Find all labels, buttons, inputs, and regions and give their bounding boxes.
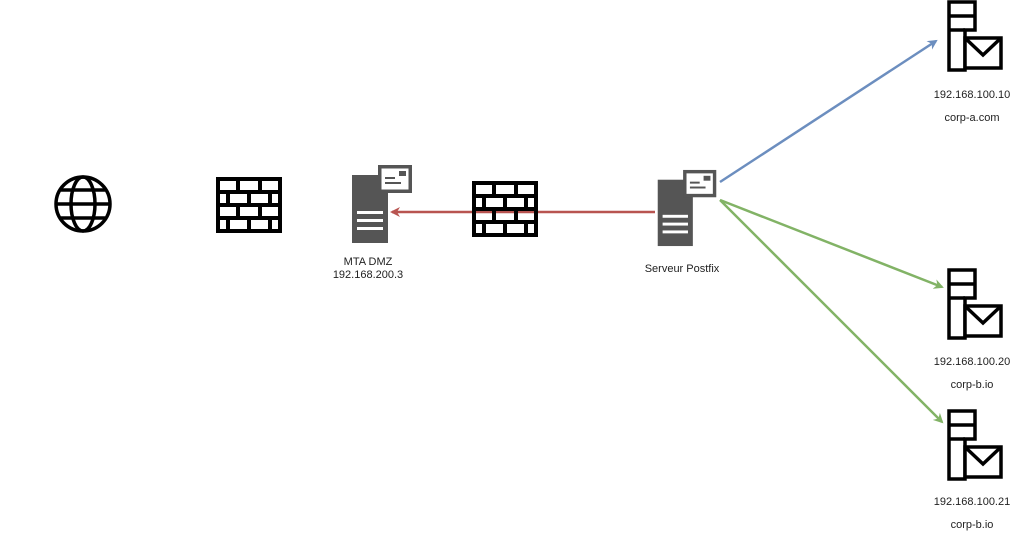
postfix-name: Serveur Postfix [644, 263, 720, 275]
edge-postfix-to-corp-b1 [719, 198, 944, 289]
edge-postfix-to-corp-b2 [719, 199, 944, 424]
corp-b1-domain: corp-b.io [950, 379, 994, 391]
edge-postfix-to-corp-a [719, 39, 938, 184]
corp-b1-ip: 192.168.100.20 [933, 356, 1011, 368]
corp-a-domain: corp-a.com [944, 112, 1000, 124]
corp-b2-ip: 192.168.100.21 [933, 496, 1011, 508]
corp-a-ip: 192.168.100.10 [933, 89, 1011, 101]
mta-dmz-name: MTA DMZ [343, 256, 393, 268]
postfix-label: Serveur Postfix [627, 263, 737, 276]
mta-dmz-label: MTA DMZ 192.168.200.3 [318, 256, 418, 282]
corp-b2-mailbox-server-icon [947, 409, 1003, 481]
mta-dmz-ip: 192.168.200.3 [332, 269, 404, 281]
firewall-inner-icon [472, 181, 538, 237]
corp-b1-mailbox-server-icon [947, 268, 1003, 340]
corp-b2-domain: corp-b.io [950, 519, 994, 531]
globe-icon [54, 175, 112, 233]
corp-a-mailbox-server-icon [947, 0, 1003, 72]
postfix-server-icon [657, 169, 717, 247]
firewall-outer-icon [216, 177, 282, 233]
mta-dmz-server-icon [351, 164, 413, 244]
